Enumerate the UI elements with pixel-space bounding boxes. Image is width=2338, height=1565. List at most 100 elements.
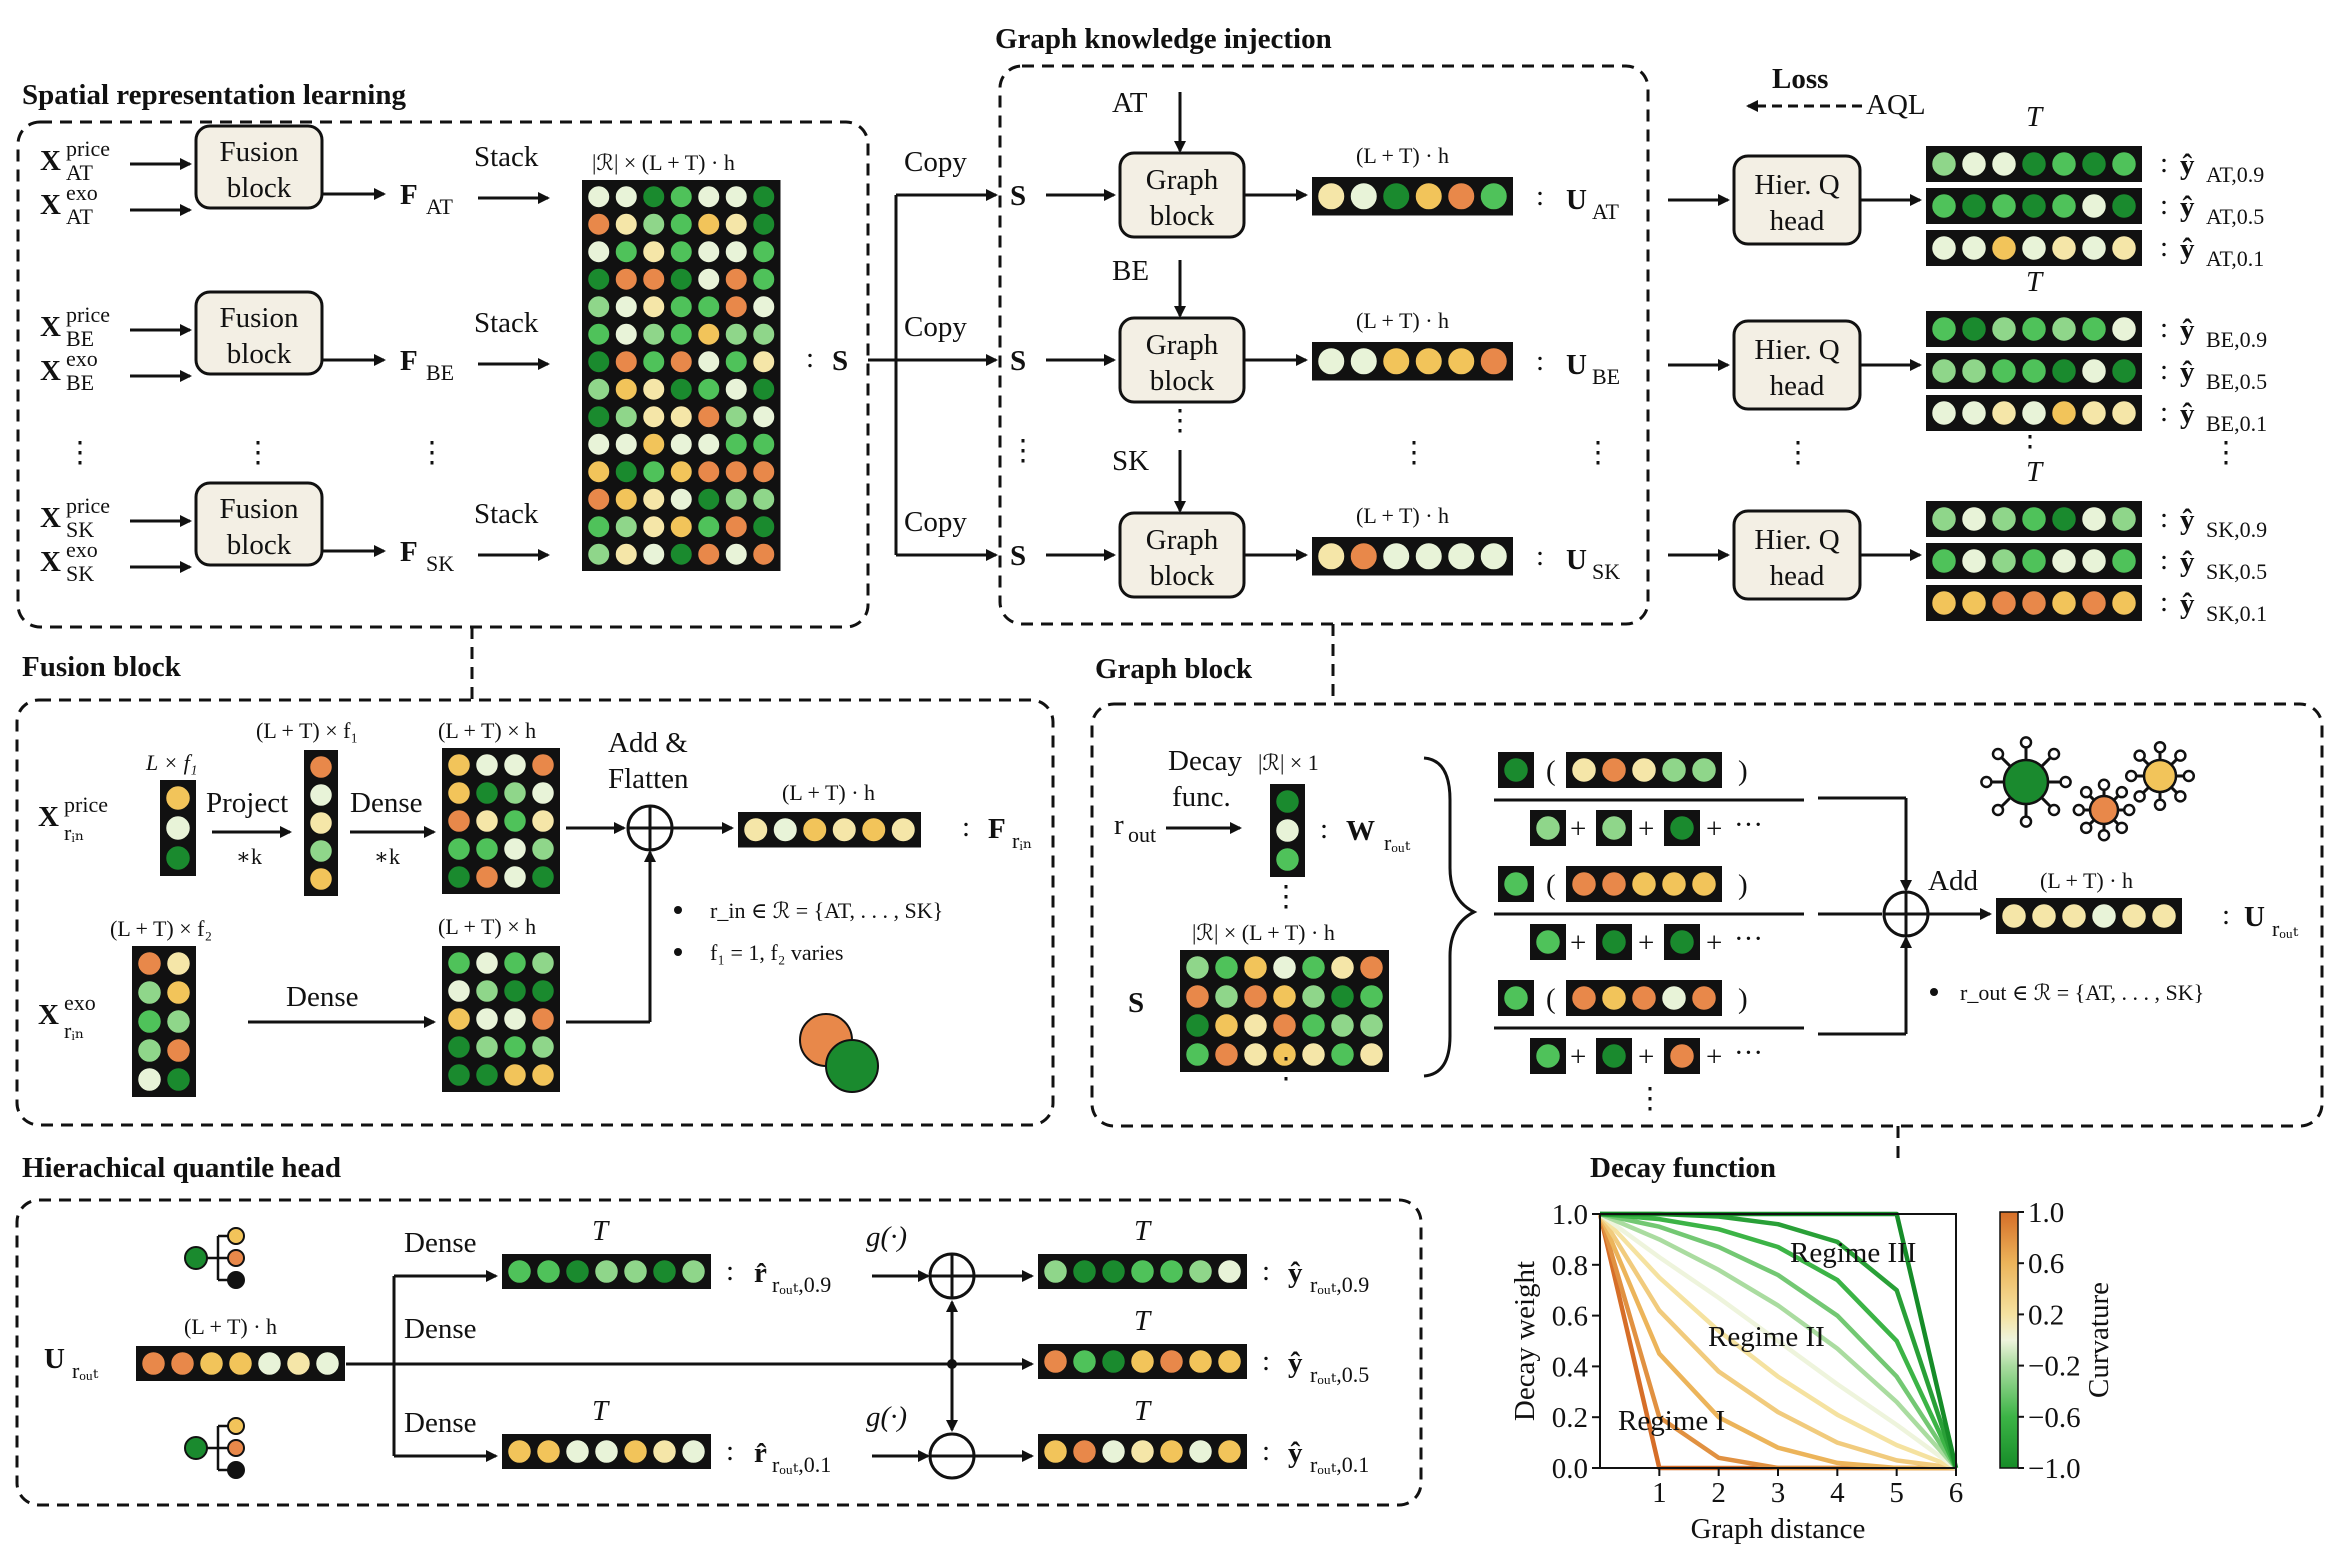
- matrix-cell: [696, 239, 721, 264]
- matrix-cell: [724, 349, 749, 374]
- matrix-cell: [696, 487, 721, 512]
- x-price-AT-sup: price: [66, 136, 110, 161]
- graph-icon-a-node: [2059, 775, 2072, 789]
- matrix-cell: [136, 1037, 163, 1064]
- vector-cell: [1216, 1438, 1243, 1465]
- vector-cell: [1690, 756, 1718, 784]
- vector-cell: [2080, 399, 2108, 427]
- fd-exo-sub: rᵢₙ: [64, 1018, 84, 1043]
- panel-graph-block: [1090, 702, 2324, 1128]
- hq-tau-r-0: T: [592, 1215, 610, 1247]
- fd-exo-sup: exo: [64, 990, 96, 1015]
- fd-flatten: Flatten: [608, 763, 689, 795]
- yhat-SK-0.1: ŷ: [2180, 588, 2195, 620]
- vector-cell: [314, 1350, 341, 1377]
- matrix-cell: [724, 322, 749, 347]
- gd-r-out-sub: out: [1128, 822, 1156, 847]
- matrix-cell: [530, 1034, 556, 1060]
- vector-cell: [2110, 399, 2138, 427]
- U-AT: U: [1566, 184, 1587, 216]
- gd-U-label: U: [2244, 901, 2265, 933]
- ellipsis: ⋮: [1009, 435, 1038, 467]
- hq-y-sub-1: rₒᵤₜ,0.5: [1310, 1362, 1369, 1387]
- matrix-cell: [1358, 1041, 1385, 1068]
- matrix-cell: [446, 752, 472, 778]
- hier-head-BE-label-1: Hier. Q: [1754, 334, 1839, 366]
- x-price-SK-sub: SK: [66, 517, 94, 542]
- fd-dim-lth-2: (L + T) × h: [438, 914, 536, 939]
- vector-cell: [1990, 192, 2018, 220]
- region-label-BE: BE: [1112, 255, 1149, 287]
- x-tick-label-0: 1: [1652, 1477, 1667, 1509]
- matrix-cell: [751, 349, 776, 374]
- fd-vec-dim: (L + T) · h: [782, 780, 875, 805]
- graph-icon-b-node: [2079, 821, 2093, 835]
- fd-star-k-1: ∗k: [236, 844, 262, 869]
- matrix-cell: [751, 239, 776, 264]
- tree-icon-bottom-leaf-a: [227, 1417, 245, 1435]
- matrix-cell: [586, 349, 611, 374]
- U-SK-sub: SK: [1592, 559, 1620, 584]
- vector-cell: [1349, 541, 1379, 571]
- matrix-cell: [751, 294, 776, 319]
- matrix-cell: [502, 780, 528, 806]
- tree-icon-bottom-leaf-c: [227, 1461, 245, 1479]
- matrix-cell: [502, 752, 528, 778]
- vector-cell: [1381, 346, 1411, 376]
- x-price-AT-sub: AT: [66, 160, 93, 185]
- gd-brace: [1423, 756, 1478, 1078]
- vector-cell: [2020, 547, 2048, 575]
- gd-paren-close: ): [1738, 983, 1748, 1015]
- matrix-cell: [669, 487, 694, 512]
- vector-cell: [2020, 315, 2048, 343]
- graph-icon-b-node: [2079, 785, 2093, 799]
- tree-icon-top-leaf-a: [227, 1227, 245, 1245]
- gd-dim-r1: |ℛ| × 1: [1258, 750, 1319, 775]
- decay-series-7: [1599, 1211, 1958, 1470]
- vector-cell: [2110, 505, 2138, 533]
- graph-icon-b-node: [2097, 778, 2111, 792]
- tree-icon-top-leaf-c: [227, 1271, 245, 1289]
- matrix-cell: [641, 432, 666, 457]
- gd-plus-b-2: +: [1638, 1041, 1654, 1073]
- fd-dense-1: Dense: [350, 787, 422, 819]
- graph-icon-a-node: [2047, 803, 2061, 817]
- vector-cell: [1990, 505, 2018, 533]
- vector-cell: [1158, 1438, 1185, 1465]
- U-SK: U: [1566, 544, 1587, 576]
- F-SK: F: [400, 536, 418, 568]
- fd-F-label: F: [988, 813, 1006, 845]
- vector-cell: [1502, 756, 1530, 784]
- vector-cell: [506, 1258, 533, 1285]
- hq-r-hat-0: r̂: [754, 1257, 767, 1289]
- tau-AT: T: [2026, 101, 2044, 133]
- yhat-colon: :: [2160, 189, 2168, 221]
- hier-head-SK-label-2: head: [1770, 560, 1825, 592]
- graph-block-BE-label-2: block: [1150, 365, 1215, 397]
- vector-cell: [1534, 928, 1562, 956]
- vector-cell: [651, 1258, 678, 1285]
- vector-cell: [1930, 150, 1958, 178]
- vector-cell: [140, 1350, 167, 1377]
- matrix-cell: [1213, 1012, 1240, 1039]
- matrix-cell: [751, 212, 776, 237]
- matrix-cell: [669, 349, 694, 374]
- graph-icon-a-node: [1991, 747, 2005, 761]
- matrix-cell: [614, 212, 639, 237]
- graph-icon-a-node: [2047, 747, 2061, 761]
- graph-icon-a: [2002, 758, 2050, 806]
- fd-x-price: X: [38, 801, 59, 833]
- x-exo-AT-sub: AT: [66, 204, 93, 229]
- matrix-cell: [1271, 1012, 1298, 1039]
- gd-plus-a-0: +: [1570, 813, 1586, 845]
- hq-y-colon: :: [1262, 1345, 1270, 1377]
- matrix-cell: [669, 322, 694, 347]
- F-AT-sub: AT: [426, 194, 453, 219]
- matrix-cell: [751, 377, 776, 402]
- tree-icon-bottom-branch: [207, 1424, 232, 1472]
- y-tick-label-3: 0.6: [1552, 1301, 1588, 1333]
- matrix-cell: [136, 979, 163, 1006]
- vector-cell: [1534, 814, 1562, 842]
- yhat-sub-AT-0.9: AT,0.9: [2206, 162, 2264, 187]
- graph-block-SK-label-2: block: [1150, 560, 1215, 592]
